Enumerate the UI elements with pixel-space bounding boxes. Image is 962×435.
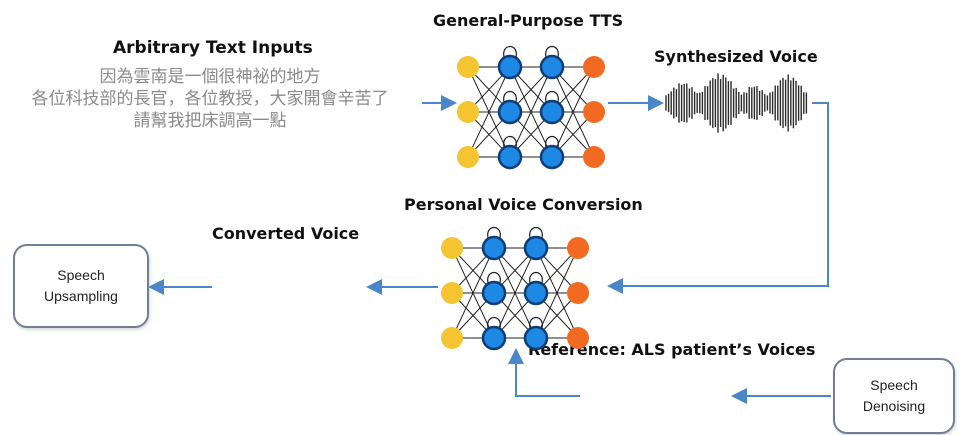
conversion-net-recurrent-loop	[529, 316, 543, 329]
speech-upsampling-line-2: Upsampling	[44, 288, 118, 304]
synthesized-voice-waveform	[665, 73, 808, 133]
converted-voice-title: Converted Voice	[212, 224, 360, 243]
converted-voice-waveform	[215, 258, 363, 316]
conversion-net-output-node	[567, 282, 589, 304]
speech-denoising-line-2: Denoising	[862, 398, 926, 414]
tts-net-recurrent-loop	[545, 135, 559, 148]
tts-net-recurrent-loop	[503, 135, 517, 148]
tts-net-hidden-node	[497, 144, 523, 170]
personal-voice-conversion-title: Personal Voice Conversion	[404, 195, 643, 214]
conversion-net-recurrent-loop	[529, 271, 543, 284]
reference-voices-title: Reference: ALS patient’s Voices	[528, 340, 816, 359]
conversion-net-input-node	[441, 237, 463, 259]
tts-net-input-node	[457, 146, 479, 168]
tts-net-recurrent-loop	[503, 45, 517, 58]
arrow-synth-to-conversion	[607, 102, 829, 294]
text-input-line-3: 請幫我把床調高一點	[133, 111, 287, 131]
conversion-net-hidden-node	[523, 235, 549, 261]
conversion-net-recurrent-loop	[487, 226, 501, 239]
tts-net-recurrent-loop	[545, 90, 559, 103]
speech-denoising-box: Speech Denoising	[833, 358, 955, 434]
conversion-net-recurrent-loop	[487, 316, 501, 329]
tts-net-hidden-node	[497, 99, 523, 125]
conversion-net-connection	[493, 247, 537, 339]
conversion-net-output-node	[567, 327, 589, 349]
conversion-net-input-node	[441, 282, 463, 304]
tts-net-connection	[551, 66, 595, 158]
tts-net-input-node	[457, 56, 479, 78]
tts-net-hidden-node	[539, 144, 565, 170]
conversion-net-connection	[451, 247, 495, 339]
conversion-net-hidden-node	[523, 325, 549, 351]
speech-upsampling-box: Speech Upsampling	[13, 244, 149, 328]
conversion-net-hidden-node	[481, 235, 507, 261]
conversion-net-hidden-node	[481, 325, 507, 351]
tts-neural-network-icon	[457, 45, 605, 170]
tts-net-hidden-node	[539, 99, 565, 125]
tts-net-output-node	[583, 56, 605, 78]
tts-net-hidden-node	[539, 54, 565, 80]
conversion-net-hidden-node	[481, 280, 507, 306]
conversion-net-output-node	[567, 237, 589, 259]
conversion-net-hidden-node	[523, 280, 549, 306]
tts-net-hidden-node	[497, 54, 523, 80]
tts-net-connection	[509, 66, 553, 158]
tts-net-output-node	[583, 101, 605, 123]
tts-net-recurrent-loop	[545, 45, 559, 58]
conversion-neural-network-icon	[441, 226, 589, 351]
arbitrary-text-inputs-title: Arbitrary Text Inputs	[113, 38, 313, 58]
conversion-net-recurrent-loop	[487, 271, 501, 284]
general-tts-title: General-Purpose TTS	[433, 11, 624, 30]
text-input-examples: 因為雲南是一個很神祕的地方 各位科技部的長官，各位教授，大家開會辛苦了 請幫我把…	[0, 66, 420, 132]
speech-denoising-line-1: Speech	[870, 377, 918, 393]
synthesized-voice-title: Synthesized Voice	[654, 47, 818, 66]
reference-voice-waveform	[583, 365, 728, 427]
conversion-net-recurrent-loop	[529, 226, 543, 239]
text-input-line-2: 各位科技部的長官，各位教授，大家開會辛苦了	[31, 89, 389, 109]
tts-net-connection	[467, 66, 511, 158]
conversion-net-input-node	[441, 327, 463, 349]
tts-net-output-node	[583, 146, 605, 168]
arrow-reference-to-conversion	[508, 348, 580, 397]
tts-net-recurrent-loop	[503, 90, 517, 103]
text-input-line-1: 因為雲南是一個很神祕的地方	[99, 67, 321, 87]
conversion-net-connection	[535, 247, 579, 339]
tts-net-input-node	[457, 101, 479, 123]
speech-upsampling-line-1: Speech	[57, 267, 105, 283]
